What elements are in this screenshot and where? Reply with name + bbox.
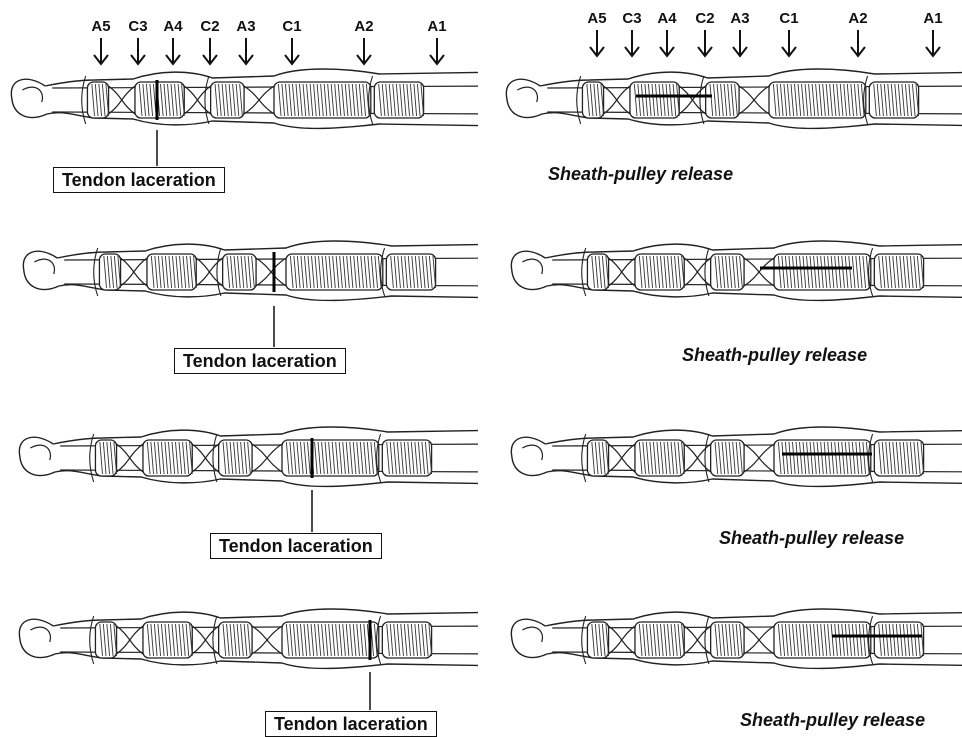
fingertip-fold <box>522 445 542 460</box>
cruciate-pulley-strand <box>739 86 769 114</box>
fingertip-fold <box>30 445 50 460</box>
joint-crease <box>705 434 709 482</box>
pulley-label: A3 <box>226 18 266 36</box>
sheath-pulley-release-label: Sheath-pulley release <box>548 164 733 185</box>
cruciate-pulley-strand <box>117 444 143 472</box>
pulley-label: C1 <box>272 18 312 36</box>
cruciate-pulley-strand <box>252 626 282 654</box>
cruciate-pulley-strand <box>252 444 282 472</box>
cruciate-pulley-strand <box>744 258 774 286</box>
cruciate-pulley-strand <box>744 626 774 654</box>
joint-crease <box>217 248 221 296</box>
joint-crease <box>213 616 217 664</box>
pulley-label: C1 <box>769 10 809 28</box>
finger-drawing <box>23 241 514 300</box>
cruciate-pulley-strand <box>121 258 147 286</box>
joint-crease <box>705 616 709 664</box>
joint-crease <box>205 76 209 124</box>
joint-crease <box>705 248 709 296</box>
joint-crease <box>213 434 217 482</box>
sheath-pulley-release-label: Sheath-pulley release <box>682 345 867 366</box>
pulley-label: A5 <box>577 10 617 28</box>
finger-outline-upper <box>53 427 511 444</box>
cruciate-pulley-strand <box>256 258 286 286</box>
cruciate-pulley-strand <box>609 444 635 472</box>
cruciate-pulley-strand <box>192 444 218 472</box>
cruciate-pulley-strand <box>196 258 222 286</box>
fingertip-fold <box>517 87 537 102</box>
cruciate-pulley-strand <box>609 626 635 654</box>
finger-drawing <box>506 69 962 128</box>
pulley-label: C2 <box>190 18 230 36</box>
cruciate-pulley-strand <box>192 626 218 654</box>
pulley-label: C3 <box>118 18 158 36</box>
joint-crease <box>700 76 704 124</box>
cruciate-pulley-strand <box>184 86 210 114</box>
pulley-label: A1 <box>417 18 457 36</box>
finger-drawing <box>19 427 510 486</box>
cruciate-pulley-strand <box>109 86 135 114</box>
tendon-laceration-label: Tendon laceration <box>265 711 437 737</box>
finger-outline-upper <box>57 241 515 258</box>
cruciate-pulley-strand <box>684 444 710 472</box>
cruciate-pulley-strand <box>244 86 274 114</box>
cruciate-pulley-strand <box>684 626 710 654</box>
finger-drawing <box>511 609 962 668</box>
pulley-label: C2 <box>685 10 725 28</box>
pulley-label: A4 <box>153 18 193 36</box>
pulley-label: A2 <box>838 10 878 28</box>
finger-drawing <box>11 69 502 128</box>
fingertip-fold <box>30 627 50 642</box>
pulley-label: A1 <box>913 10 953 28</box>
finger-outline-upper <box>45 69 503 86</box>
pulley-label: A5 <box>81 18 121 36</box>
fingertip-fold <box>522 627 542 642</box>
finger-drawing <box>19 609 510 668</box>
fingertip-fold <box>34 259 54 274</box>
cruciate-pulley-strand <box>117 626 143 654</box>
tendon-laceration-label: Tendon laceration <box>174 348 346 374</box>
fingertip-fold <box>522 259 542 274</box>
cruciate-pulley-strand <box>679 86 705 114</box>
cruciate-pulley-strand <box>684 258 710 286</box>
cruciate-pulley-strand <box>744 444 774 472</box>
pulley-label: C3 <box>612 10 652 28</box>
tendon-laceration-label: Tendon laceration <box>210 533 382 559</box>
pulley-label: A3 <box>720 10 760 28</box>
tendon-laceration-label: Tendon laceration <box>53 167 225 193</box>
finger-outline-upper <box>53 609 511 626</box>
fingertip-fold <box>22 87 42 102</box>
pulley-label: A2 <box>344 18 384 36</box>
cruciate-pulley-strand <box>609 258 635 286</box>
finger-drawing <box>511 427 962 486</box>
pulley-label: A4 <box>647 10 687 28</box>
sheath-pulley-release-label: Sheath-pulley release <box>740 710 925 731</box>
cruciate-pulley-strand <box>604 86 630 114</box>
finger-drawing <box>511 241 962 300</box>
sheath-pulley-release-label: Sheath-pulley release <box>719 528 904 549</box>
